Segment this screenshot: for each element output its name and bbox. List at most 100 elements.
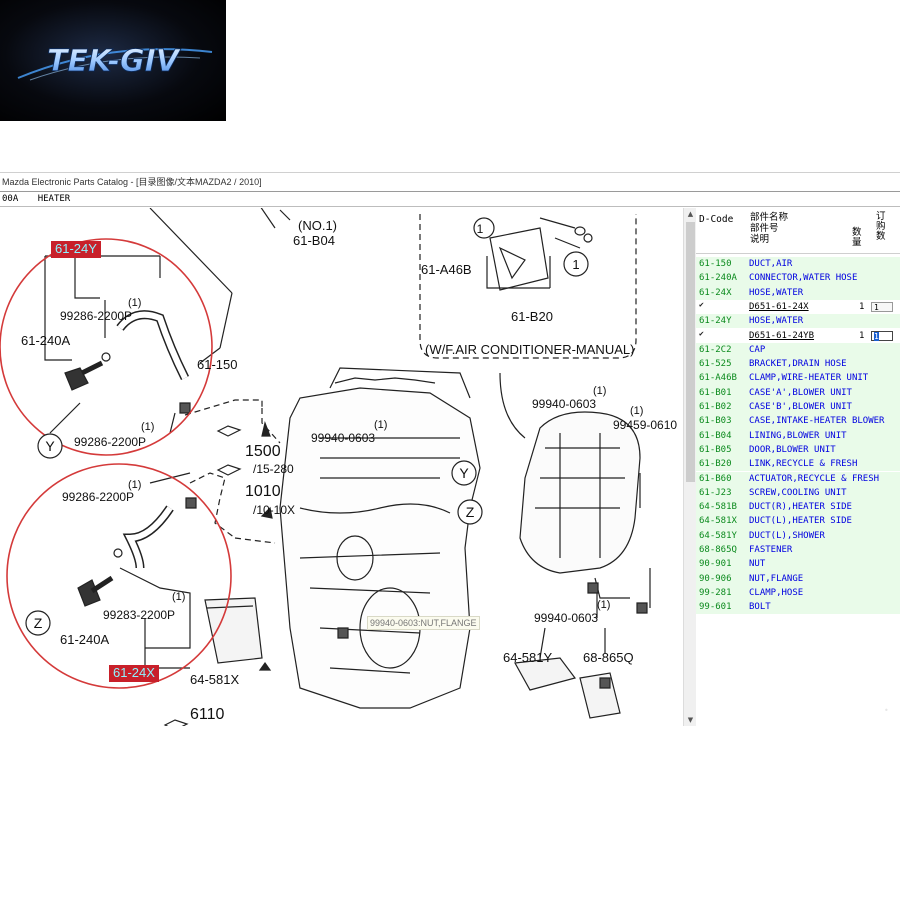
part-description: CASE'A',BLOWER UNIT: [749, 387, 852, 398]
part-quantity: 1: [859, 301, 865, 312]
parts-row[interactable]: 61-240A CONNECTOR,WATER HOSE: [696, 271, 900, 286]
part-description: HOSE,WATER: [749, 316, 804, 327]
header-dcode: D-Code: [699, 214, 734, 225]
label-64-581x: 64-581X: [190, 672, 239, 687]
checkbox-icon[interactable]: ✔: [699, 328, 704, 338]
part-description: DOOR,BLOWER UNIT: [749, 444, 836, 455]
part-dcode: 61-B20: [699, 459, 732, 470]
label-clip-bottom-y: 99286-2200P: [74, 435, 146, 449]
parts-row[interactable]: 61-B03 CASE,INTAKE-HEATER BLOWER: [696, 414, 900, 429]
header-desc: 说明: [750, 234, 770, 245]
label-clip-z-bot-qty: (1): [172, 591, 185, 603]
part-description: DUCT(L),HEATER SIDE: [749, 516, 852, 527]
part-quantity: 1: [859, 330, 865, 341]
part-description: CLAMP,WIRE-HEATER UNIT: [749, 373, 869, 384]
parts-row[interactable]: 64-581B DUCT(R),HEATER SIDE: [696, 500, 900, 515]
label-clip-top: 99286-2200P: [60, 309, 132, 323]
part-dcode: 61-B02: [699, 402, 732, 412]
tek-giv-logo: TEK-GIV: [0, 0, 226, 121]
callout-y-left: Y: [45, 438, 55, 454]
label-61-150: 61-150: [197, 357, 237, 372]
part-dcode: 99-281: [699, 587, 732, 598]
diagram-scrollbar[interactable]: ▲ ▼: [683, 208, 696, 726]
label-nut-right-2-qty: (1): [630, 405, 643, 417]
section-bar: 00A HEATER: [0, 193, 900, 207]
section-title: HEATER: [37, 194, 71, 204]
part-description: HOSE,WATER: [749, 287, 804, 298]
order-quantity-input[interactable]: 1: [871, 330, 893, 341]
highlight-61-24x[interactable]: 61-24X: [109, 665, 159, 682]
scroll-thumb[interactable]: [686, 222, 695, 482]
parts-row[interactable]: 61-24Y HOSE,WATER: [696, 314, 900, 329]
part-dcode: 64-581Y: [699, 530, 737, 541]
part-description: BRACKET,DRAIN HOSE: [749, 359, 847, 370]
label-nut-right-top-qty: (1): [593, 385, 606, 397]
part-dcode: 61-240A: [699, 273, 737, 284]
part-dcode: 99-601: [699, 602, 732, 613]
checkbox-icon[interactable]: ✔: [699, 299, 704, 309]
parts-row[interactable]: 64-581X DUCT(L),HEATER SIDE: [696, 514, 900, 529]
part-description: CASE,INTAKE-HEATER BLOWER: [749, 416, 885, 427]
scroll-up-arrow-icon[interactable]: ▲: [687, 210, 694, 218]
part-description: NUT,FLANGE: [749, 573, 804, 584]
label-clip-top-qty: (1): [128, 297, 141, 309]
label-61-240a-top: 61-240A: [21, 333, 70, 348]
part-description: LINING,BLOWER UNIT: [749, 430, 847, 441]
label-nut-right-bot-qty: (1): [597, 599, 610, 611]
part-number[interactable]: D651-61-24X: [749, 301, 809, 312]
part-dcode: 64-581X: [699, 516, 737, 527]
label-clip-bottom-y-qty: (1): [141, 421, 154, 433]
parts-row[interactable]: 61-B02 CASE'B',BLOWER UNIT: [696, 400, 900, 415]
part-dcode: 61-2C2: [699, 344, 732, 355]
part-dcode: 61-24Y: [699, 316, 732, 327]
part-dcode: 61-B03: [699, 416, 732, 427]
parts-row[interactable]: 61-B05 DOOR,BLOWER UNIT: [696, 442, 900, 458]
part-description: DUCT,AIR: [749, 259, 793, 269]
order-quantity-value: 1: [874, 331, 879, 341]
exploded-diagram[interactable]: (NO.1) 61-B04 1 1 61-A46B 61-B20 (W/F.AI…: [0, 208, 683, 726]
header-qty: 数量: [852, 227, 862, 248]
label-nut-mid: 99940-0603: [311, 431, 375, 445]
part-description: CONNECTOR,WATER HOSE: [749, 273, 858, 284]
label-nut-right-top: 99940-0603: [532, 397, 596, 411]
label-wf-note: (W/F.AIR CONDITIONER-MANUAL): [425, 342, 634, 357]
part-description: DUCT(R),HEATER SIDE: [749, 502, 852, 513]
logo-text: TEK-GIV: [47, 44, 182, 79]
label-clip-z-top-qty: (1): [128, 479, 141, 491]
label-61-b04: 61-B04: [293, 233, 335, 248]
part-dcode: 61-A46B: [699, 373, 737, 384]
order-quantity-input[interactable]: 1: [871, 301, 893, 312]
header-part-no: 部件号: [750, 223, 779, 234]
ref-1010: 1010: [245, 483, 281, 500]
part-description: ACTUATOR,RECYCLE & FRESH: [749, 473, 880, 484]
part-description: CASE'B',BLOWER UNIT: [749, 402, 852, 412]
highlight-61-24y[interactable]: 61-24Y: [51, 241, 101, 258]
part-number[interactable]: D651-61-24YB: [749, 330, 815, 341]
part-dcode: 90-906: [699, 573, 732, 584]
scroll-down-arrow-icon[interactable]: ▼: [687, 716, 694, 724]
callout-z-center: Z: [466, 504, 475, 520]
parts-row[interactable]: 61-A46B CLAMP,WIRE-HEATER UNIT: [696, 371, 900, 386]
parts-row[interactable]: 90-906 NUT,FLANGE: [696, 571, 900, 586]
part-description: SCREW,COOLING UNIT: [749, 487, 847, 498]
part-dcode: 64-581B: [699, 502, 737, 513]
part-dcode: 61-B05: [699, 444, 732, 455]
label-clip-z-bot: 99283-2200P: [103, 608, 175, 622]
